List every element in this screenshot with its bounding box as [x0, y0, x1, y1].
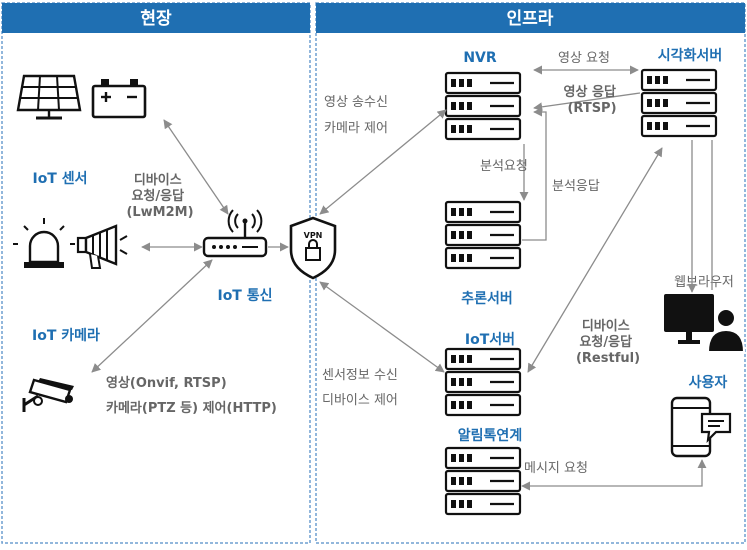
cctv-camera-icon [22, 378, 74, 412]
visual-server-label: 시각화서버 [658, 47, 722, 64]
web-browser-label: 웹브라우저 [674, 275, 734, 290]
arrow-video-response [533, 92, 641, 112]
vpn-nvr-label: 영상 송수신 카메라 제어 [324, 95, 392, 136]
field-panel: 현장 [1, 2, 311, 544]
inference-server-label: 추론서버 [461, 290, 513, 307]
vpn-label: VPN [304, 231, 323, 240]
monitor-user-icon [664, 294, 746, 353]
field-panel-title: 현장 [140, 9, 172, 29]
smartphone-chat-icon [670, 396, 732, 458]
arrow-message-request [521, 459, 707, 491]
arrow-camera-router [91, 259, 213, 373]
infra-panel-title: 인프라 [507, 9, 554, 29]
siren-icon [13, 218, 75, 268]
iot-sensor-label: IoT 센서 [32, 171, 87, 187]
analysis-request-label: 분석요청 [480, 159, 528, 174]
iot-server-icon [444, 347, 522, 417]
arrow-vpn-nvr [319, 109, 447, 215]
megaphone-icon [76, 224, 128, 269]
nvr-server-icon [444, 71, 522, 141]
alimtalk-server-icon [444, 446, 522, 516]
solar-panel-icon [16, 74, 82, 120]
iot-camera-label: IoT 카메라 [32, 328, 100, 344]
restful-label: 디바이스 요청/응답 (Restful) [576, 318, 640, 366]
vpn-iot-label: 센서정보 수신 디바이스 제어 [322, 368, 402, 408]
message-request-label: 메시지 요청 [524, 461, 588, 476]
arrow-vpn-iot [319, 281, 445, 373]
analysis-response-label: 분석응답 [552, 179, 600, 194]
arrow-sensor-router [163, 119, 229, 215]
iot-server-label: IoT서버 [465, 331, 515, 348]
device-request-label: 디바이스 요청/응답 (LwM2M) [126, 172, 193, 220]
user-label: 사용자 [689, 375, 728, 391]
alimtalk-label: 알림톡연계 [458, 428, 522, 444]
video-request-label: 영상 요청 [558, 51, 610, 66]
visual-server-icon [640, 68, 718, 138]
vpn-shield-icon: VPN [289, 216, 337, 280]
iot-comm-label: IoT 통신 [217, 288, 272, 304]
arrow-restful [527, 147, 663, 373]
camera-link-label: 영상(Onvif, RTSP) 카메라(PTZ 등) 제어(HTTP) [106, 376, 277, 416]
connectors [91, 65, 713, 491]
video-response-label: 영상 응답 (RTSP) [564, 85, 621, 116]
arrow-analysis-response [522, 107, 547, 241]
router-icon [202, 209, 268, 258]
nvr-label: NVR [463, 50, 497, 66]
inference-server-icon [444, 200, 522, 270]
battery-icon [91, 79, 147, 119]
